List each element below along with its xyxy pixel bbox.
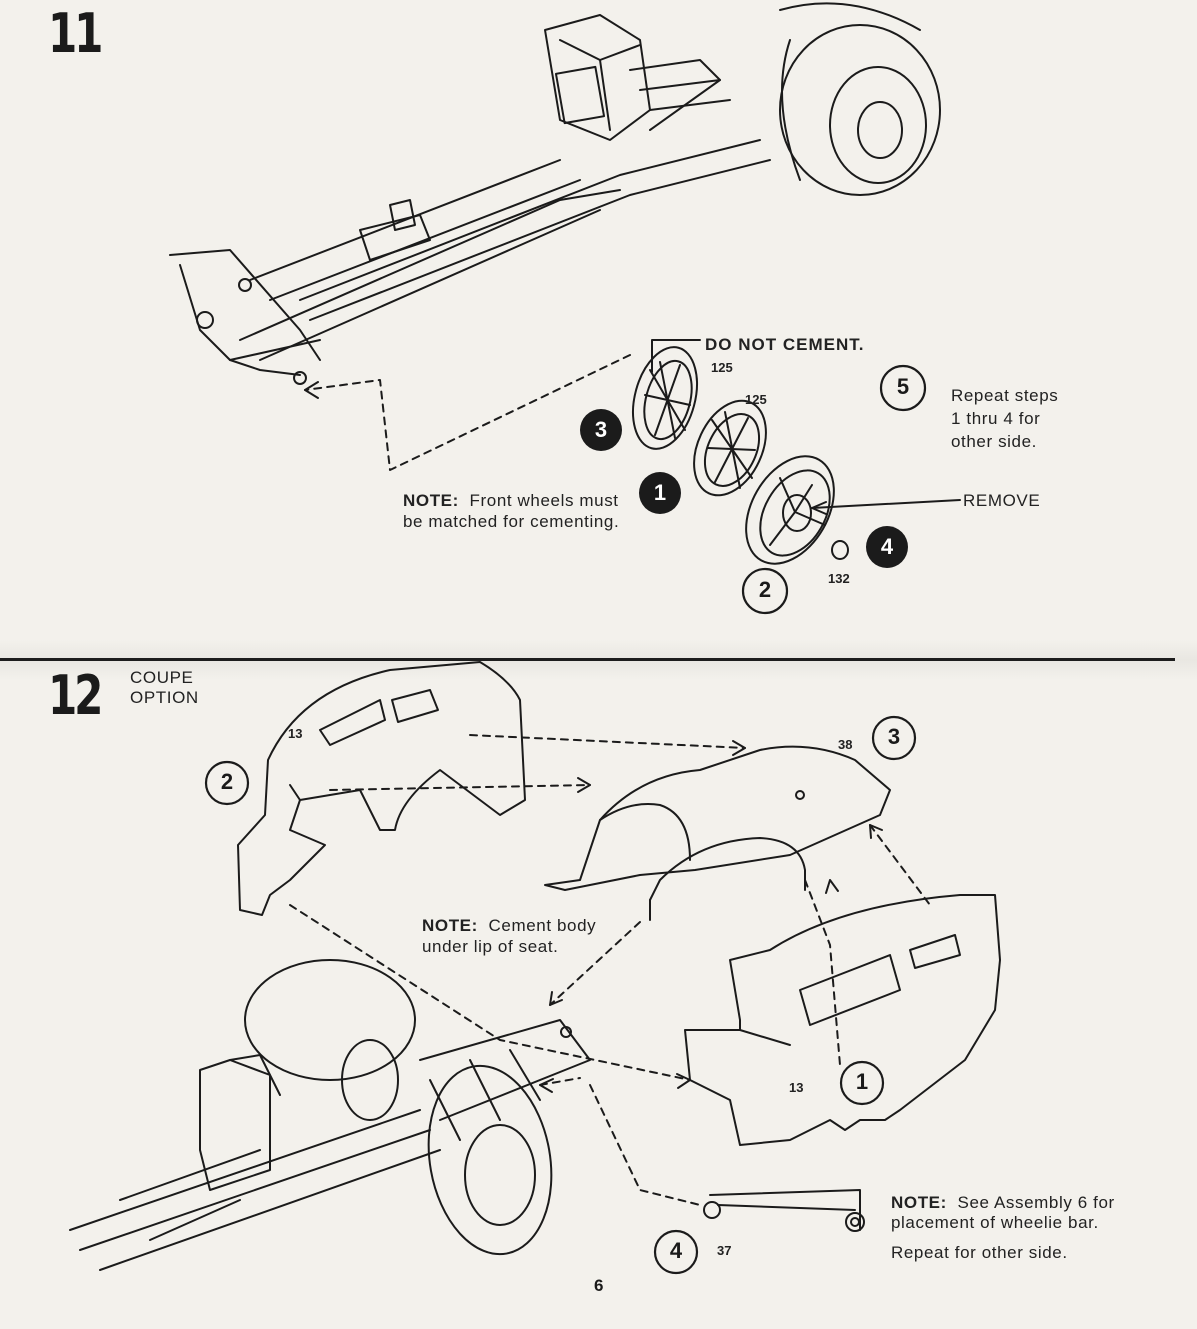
- part-125-label: 125: [745, 392, 767, 407]
- step-marker-2: 2: [758, 577, 772, 602]
- repeat-steps-note: Repeat steps 1 thru 4 for other side.: [951, 384, 1058, 453]
- repeat-line1: Repeat steps: [951, 386, 1059, 405]
- part-13-label: 13: [789, 1080, 804, 1095]
- note-wheelie-line3: Repeat for other side.: [891, 1243, 1068, 1262]
- note-label: NOTE:: [422, 916, 478, 935]
- dashed-arrows-step12: [289, 734, 931, 1206]
- part-125-label: 125: [711, 360, 733, 375]
- coupe-option-title: COUPE OPTION: [130, 668, 199, 708]
- title-line1: COUPE: [130, 668, 194, 687]
- wheelie-bar-part-37: [703, 1189, 865, 1232]
- dashed-arrow-wheel-to-axle: [304, 354, 631, 471]
- body-part-left: [237, 661, 526, 916]
- note-label: NOTE:: [891, 1193, 947, 1212]
- note-label: NOTE:: [403, 491, 459, 510]
- repeat-line2: 1 thru 4 for: [951, 409, 1041, 428]
- part-38-label: 38: [838, 737, 853, 752]
- remove-callout: REMOVE: [963, 491, 1041, 510]
- page-number: 6: [594, 1276, 604, 1295]
- step-11-number: 11: [48, 2, 104, 65]
- title-line2: OPTION: [130, 688, 199, 707]
- seat-part-38: [544, 745, 891, 921]
- step-marker-5: 5: [896, 374, 910, 399]
- note-wheelie-bar: NOTE: See Assembly 6 for placement of wh…: [891, 1193, 1115, 1263]
- step-marker-1: 1: [653, 480, 667, 505]
- note-cement-body: NOTE: Cement body under lip of seat.: [422, 915, 596, 957]
- note-text-line1: Front wheels must: [469, 491, 619, 510]
- step-marker-4: 4: [880, 534, 894, 559]
- step-marker-3: 3: [887, 724, 901, 749]
- part-132-label: 132: [828, 571, 850, 586]
- note-wheelie-line1: See Assembly 6 for: [957, 1193, 1115, 1212]
- chassis-drawing-step11: [169, 2, 941, 385]
- step-marker-1: 1: [855, 1069, 869, 1094]
- section-divider: [0, 658, 1175, 661]
- chassis-drawing-step12: [69, 959, 591, 1271]
- step-marker-2: 2: [220, 769, 234, 794]
- step-marker-3: 3: [594, 417, 608, 442]
- repeat-line3: other side.: [951, 432, 1037, 451]
- step-12-number: 12: [48, 664, 104, 727]
- part-13-label: 13: [288, 726, 303, 741]
- note-front-wheels: NOTE: Front wheels must be matched for c…: [403, 490, 619, 532]
- part-37-label: 37: [717, 1243, 732, 1258]
- note-body-line2: under lip of seat.: [422, 937, 559, 956]
- note-body-line1: Cement body: [488, 916, 597, 935]
- note-text-line2: be matched for cementing.: [403, 512, 620, 531]
- note-wheelie-line2: placement of wheelie bar.: [891, 1213, 1099, 1232]
- do-not-cement-callout: DO NOT CEMENT.: [705, 335, 865, 354]
- body-part-right: [684, 894, 1001, 1146]
- step-marker-4: 4: [669, 1238, 683, 1263]
